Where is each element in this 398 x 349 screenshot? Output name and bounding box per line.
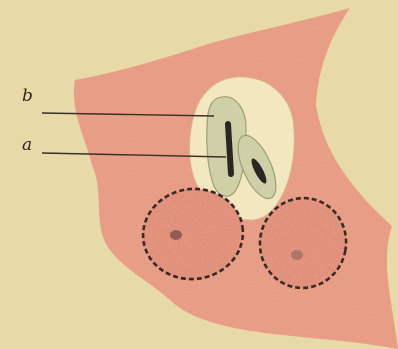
label-a: a [22,137,32,154]
rod-a [228,124,231,174]
nucleolus-right [291,250,303,260]
nucleolus-left [170,230,182,240]
label-b: b [22,88,33,105]
